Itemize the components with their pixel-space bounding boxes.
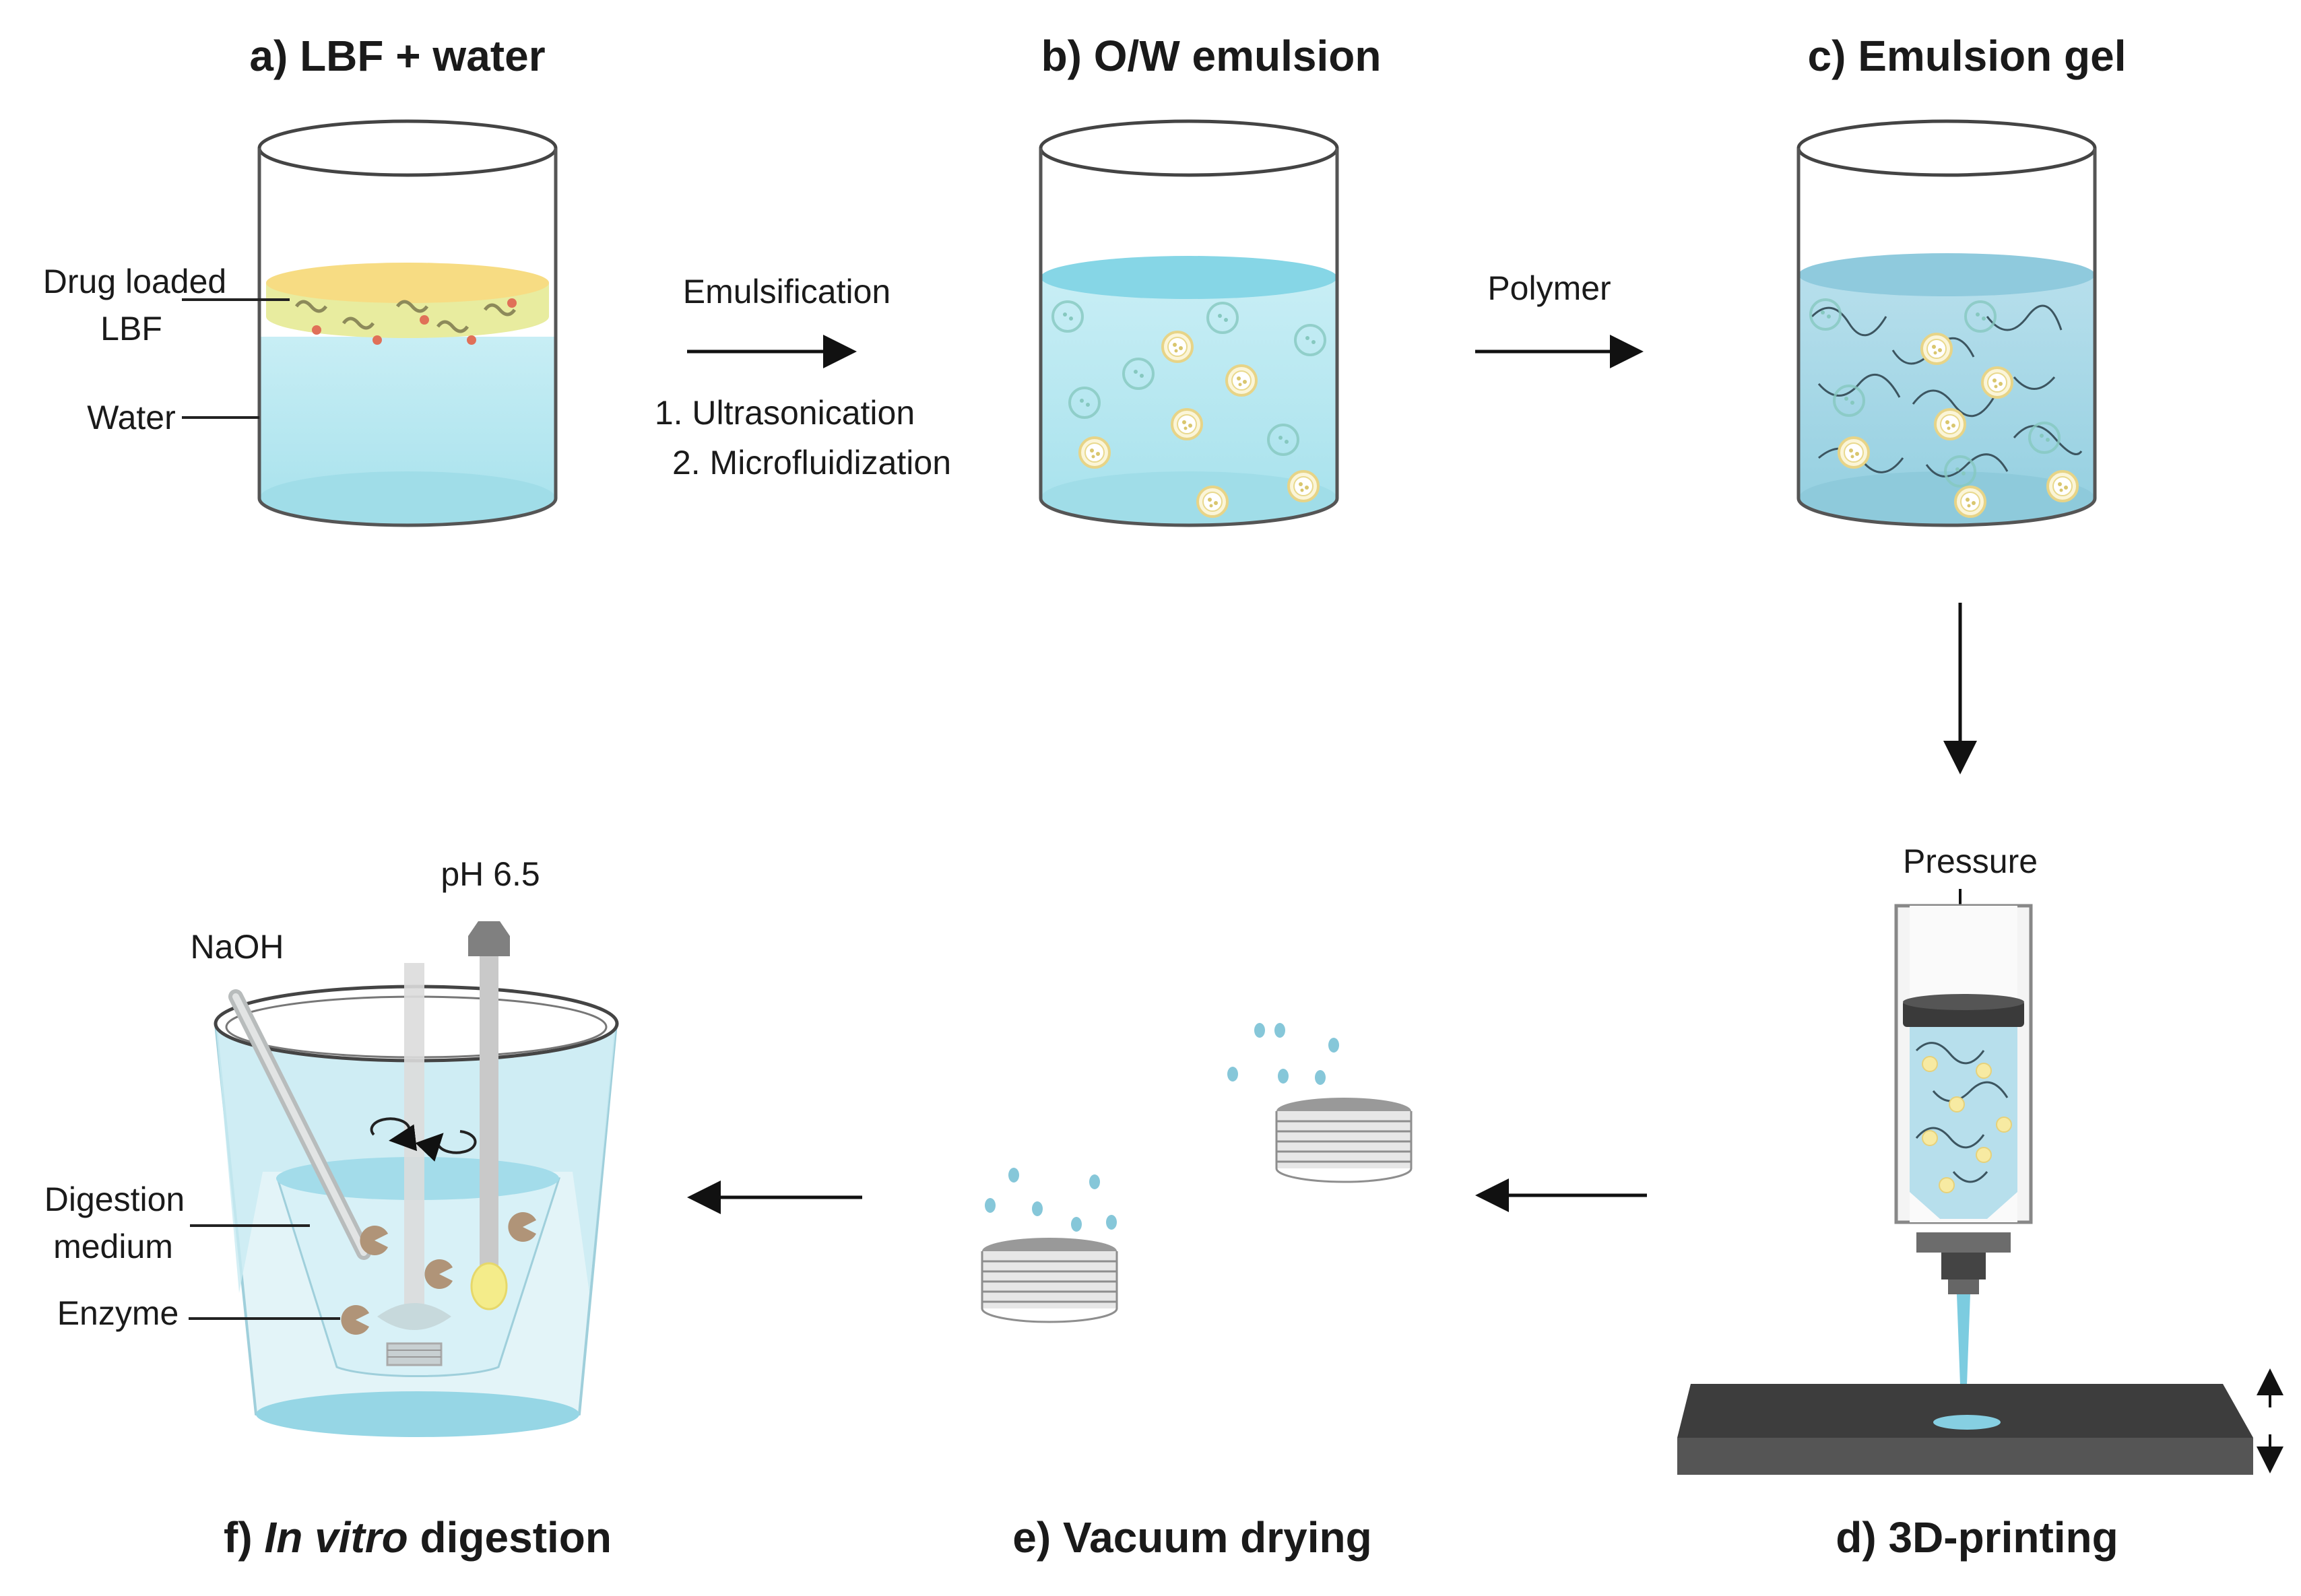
water-drops-1: [1227, 1023, 1339, 1085]
beaker-c: [1796, 119, 2097, 527]
ph-probe: [480, 956, 498, 1286]
ultrasonication-label: 1. Ultrasonication: [655, 394, 915, 432]
ph-probe-head: [468, 921, 510, 956]
step-b-title: b) O/W emulsion: [1041, 32, 1382, 80]
polymer-chains: [1811, 304, 2083, 477]
stir-arrow-left: [370, 1117, 418, 1152]
microfluidization-label: 2. Microfluidization: [672, 444, 951, 481]
dried-disc-1: [1275, 1098, 1413, 1183]
step-f-italic: In vitro: [264, 1513, 408, 1562]
enzyme-label: Enzyme: [57, 1294, 179, 1332]
digestion-vessel: [189, 921, 619, 1437]
oil-droplet: [1161, 331, 1194, 363]
syringe: [1894, 904, 2033, 1421]
oil-droplet: [1078, 436, 1111, 469]
ph-label: pH 6.5: [441, 855, 540, 893]
dried-disc-2: [981, 1238, 1118, 1323]
step-f-prefix: f): [224, 1513, 264, 1562]
stir-arrow-right: [415, 1130, 477, 1162]
drug-molecules: [294, 300, 517, 333]
oil-droplet: [1287, 470, 1320, 502]
emulsification-label: Emulsification: [683, 273, 890, 310]
build-plate: [1677, 1384, 2253, 1475]
beaker-b: [1039, 119, 1339, 527]
naoh-label: NaOH: [191, 928, 284, 966]
step-d-title: d) 3D-printing: [1836, 1513, 2118, 1562]
medium-label: medium: [53, 1228, 173, 1265]
pressure-label: Pressure: [1903, 842, 2038, 880]
step-a-title: a) LBF + water: [249, 32, 545, 80]
beaker-a: [182, 119, 558, 527]
oil-droplet: [1171, 408, 1203, 440]
step-e-title: e) Vacuum drying: [1012, 1513, 1371, 1562]
step-f-title: f) In vitro digestion: [224, 1513, 612, 1562]
oil-droplet: [1196, 486, 1229, 518]
polymer-label: Polymer: [1487, 269, 1611, 307]
lbf-label: LBF: [100, 310, 162, 347]
stirrer-shaft: [404, 963, 424, 1327]
step-f-suffix: digestion: [408, 1513, 612, 1562]
digestion-label: Digestion: [44, 1181, 185, 1218]
step-c-title: c) Emulsion gel: [1808, 32, 2127, 80]
oil-droplet: [1225, 364, 1258, 397]
water-label: Water: [87, 399, 176, 436]
drug-loaded-label: Drug loaded: [43, 263, 226, 300]
water-drops-2: [985, 1168, 1117, 1232]
